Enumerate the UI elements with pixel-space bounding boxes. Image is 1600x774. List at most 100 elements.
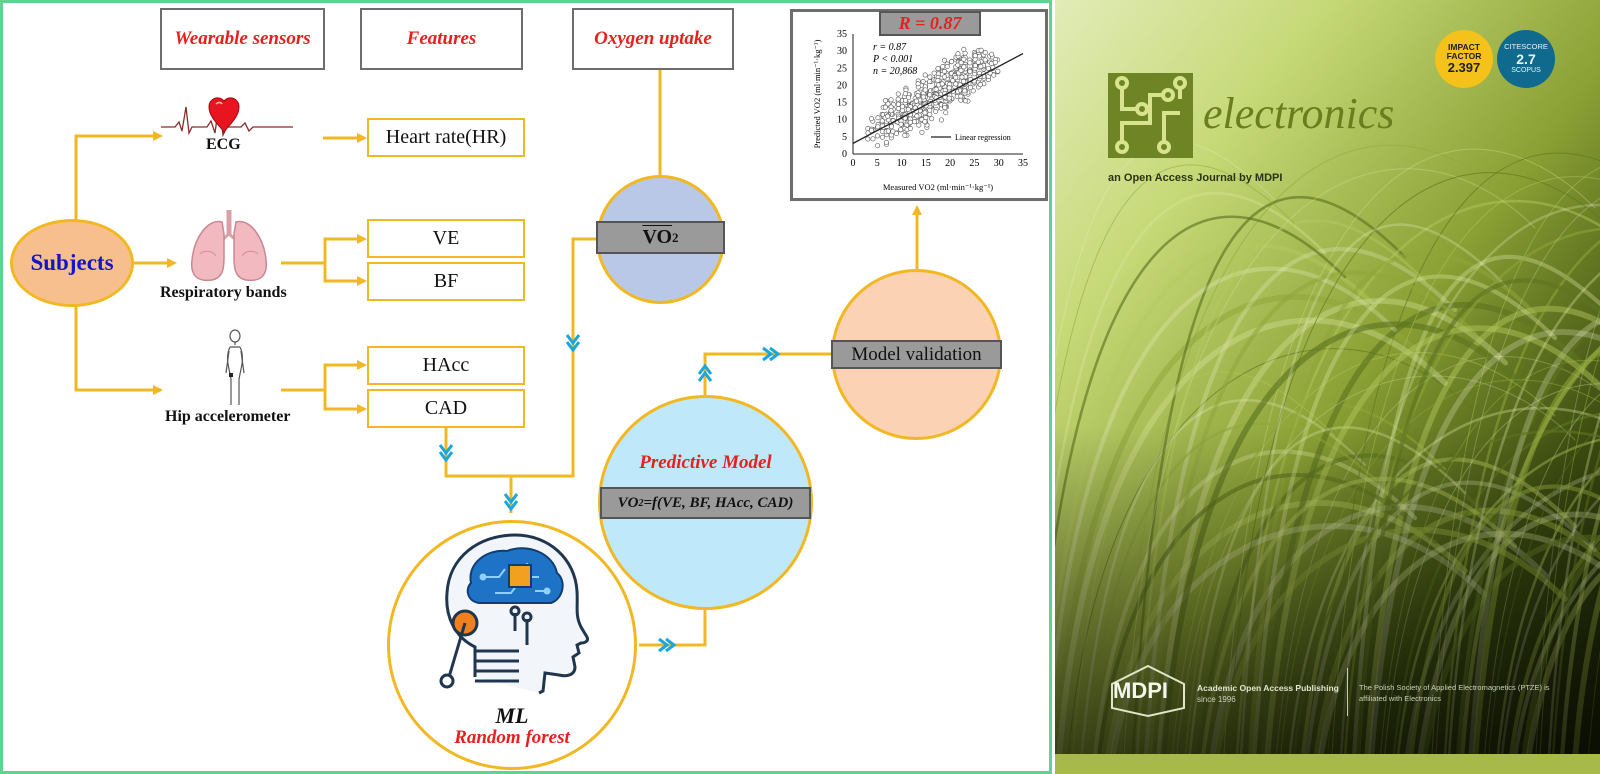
scatter-point [907, 119, 913, 125]
scatter-point [865, 136, 871, 142]
scatter-point [905, 95, 911, 101]
footer-divider [1347, 668, 1348, 716]
scatter-point [977, 82, 983, 88]
scatter-point [961, 46, 967, 52]
scatter-point [888, 97, 894, 103]
subjects-node: Subjects [10, 219, 134, 307]
y-tick-label: 35 [837, 29, 847, 40]
scatter-point [874, 133, 880, 139]
scatter-point [953, 75, 959, 81]
person-accelerometer-icon [225, 329, 245, 405]
scatter-point [898, 127, 904, 133]
y-tick-label: 15 [837, 98, 847, 109]
formula-rest: =f(VE, BF, HAcc, CAD) [643, 494, 794, 511]
scatter-point [933, 86, 939, 92]
citescore-badge: CITESCORE 2.7 SCOPUS [1497, 30, 1555, 88]
scatter-point [978, 63, 984, 69]
y-tick-label: 5 [842, 132, 847, 143]
scatter-point [942, 74, 948, 80]
scatter-point [885, 128, 891, 134]
y-tick-label: 0 [842, 149, 847, 160]
scatter-point [975, 59, 981, 65]
impact-value: 2.397 [1447, 60, 1481, 76]
scatter-point [895, 101, 901, 107]
header-oxygen-uptake: Oxygen uptake [572, 8, 734, 70]
scatter-point [890, 128, 896, 134]
scatter-point [972, 63, 978, 69]
feature-bf: BF [367, 262, 525, 301]
scatter-point [922, 110, 928, 116]
scatter-point [944, 64, 950, 70]
scatter-point [989, 51, 995, 57]
scatter-point [883, 139, 889, 145]
scatter-point [959, 74, 965, 80]
x-tick-label: 20 [945, 158, 955, 169]
scatter-point [995, 68, 1001, 74]
connector-subjects-hip [74, 305, 161, 392]
scatter-point [888, 108, 894, 114]
vo2-subscript: 2 [672, 229, 679, 245]
scatter-point [922, 87, 928, 93]
scatter-point [899, 104, 905, 110]
scatter-point [869, 127, 875, 133]
scatter-point [927, 79, 933, 85]
scatter-point [961, 56, 967, 62]
journal-logo-icon [1108, 73, 1193, 158]
ai-head-icon [439, 533, 589, 695]
y-axis-label: Predicted VO2 (ml·min⁻¹·kg⁻¹) [812, 39, 822, 148]
scatter-point [875, 124, 881, 130]
y-tick-label: 20 [837, 80, 847, 91]
affiliation-line1: The Polish Society of Applied Electromag… [1359, 683, 1550, 692]
scatter-point [942, 105, 948, 111]
lungs-icon [190, 210, 268, 282]
cover-artwork [1055, 0, 1600, 774]
scatter-point [893, 130, 899, 136]
scatter-point [949, 59, 955, 65]
scatter-point [940, 64, 946, 70]
ml-title: ML [495, 703, 529, 728]
scatter-point [885, 101, 891, 107]
x-tick-label: 30 [994, 158, 1004, 169]
respiratory-label: Respiratory bands [160, 284, 287, 301]
scatter-point [905, 106, 911, 112]
scatter-point [870, 136, 876, 142]
x-tick-label: 35 [1018, 158, 1028, 169]
scatter-point [895, 96, 901, 102]
connector-layer [74, 70, 922, 653]
scatter-point [931, 70, 937, 76]
scatter-point [958, 60, 964, 66]
scatter-point [875, 143, 881, 149]
publisher-line2: since 1996 [1197, 695, 1236, 704]
scatter-point [915, 93, 921, 99]
feature-ve: VE [367, 219, 525, 258]
scatter-point [889, 124, 895, 130]
scatter-point [913, 98, 919, 104]
scatter-point [911, 119, 917, 125]
journal-tagline: an Open Access Journal by MDPI [1108, 172, 1283, 184]
scatter-point [970, 88, 976, 94]
scatter-point [991, 72, 997, 78]
scatter-point [902, 132, 908, 138]
scatter-point [885, 113, 891, 119]
x-axis-label: Measured VO2 (ml·min⁻¹·kg⁻¹) [883, 182, 993, 192]
diagram-panel: Wearable sensors Features Oxygen uptake … [0, 0, 1052, 774]
stat-r: r = 0.87 [873, 42, 907, 53]
y-tick-label: 25 [837, 63, 847, 74]
impact-label-1: IMPACT [1448, 42, 1480, 53]
ecg-label: ECG [206, 136, 241, 153]
scatter-point [992, 59, 998, 65]
scatter-point [942, 68, 948, 74]
mdpi-logo-icon [1111, 664, 1185, 718]
regression-line [852, 52, 1024, 144]
scatter-point [982, 50, 988, 56]
x-tick-label: 5 [875, 158, 880, 169]
scatter-point [927, 107, 933, 113]
publisher-line1: Academic Open Access Publishing [1197, 683, 1339, 693]
x-tick-label: 0 [851, 158, 856, 169]
vo2-text: VO [642, 226, 673, 248]
scatter-point [961, 64, 967, 70]
impact-factor-badge: IMPACT FACTOR 2.397 [1435, 30, 1493, 88]
scatter-point [943, 110, 949, 116]
